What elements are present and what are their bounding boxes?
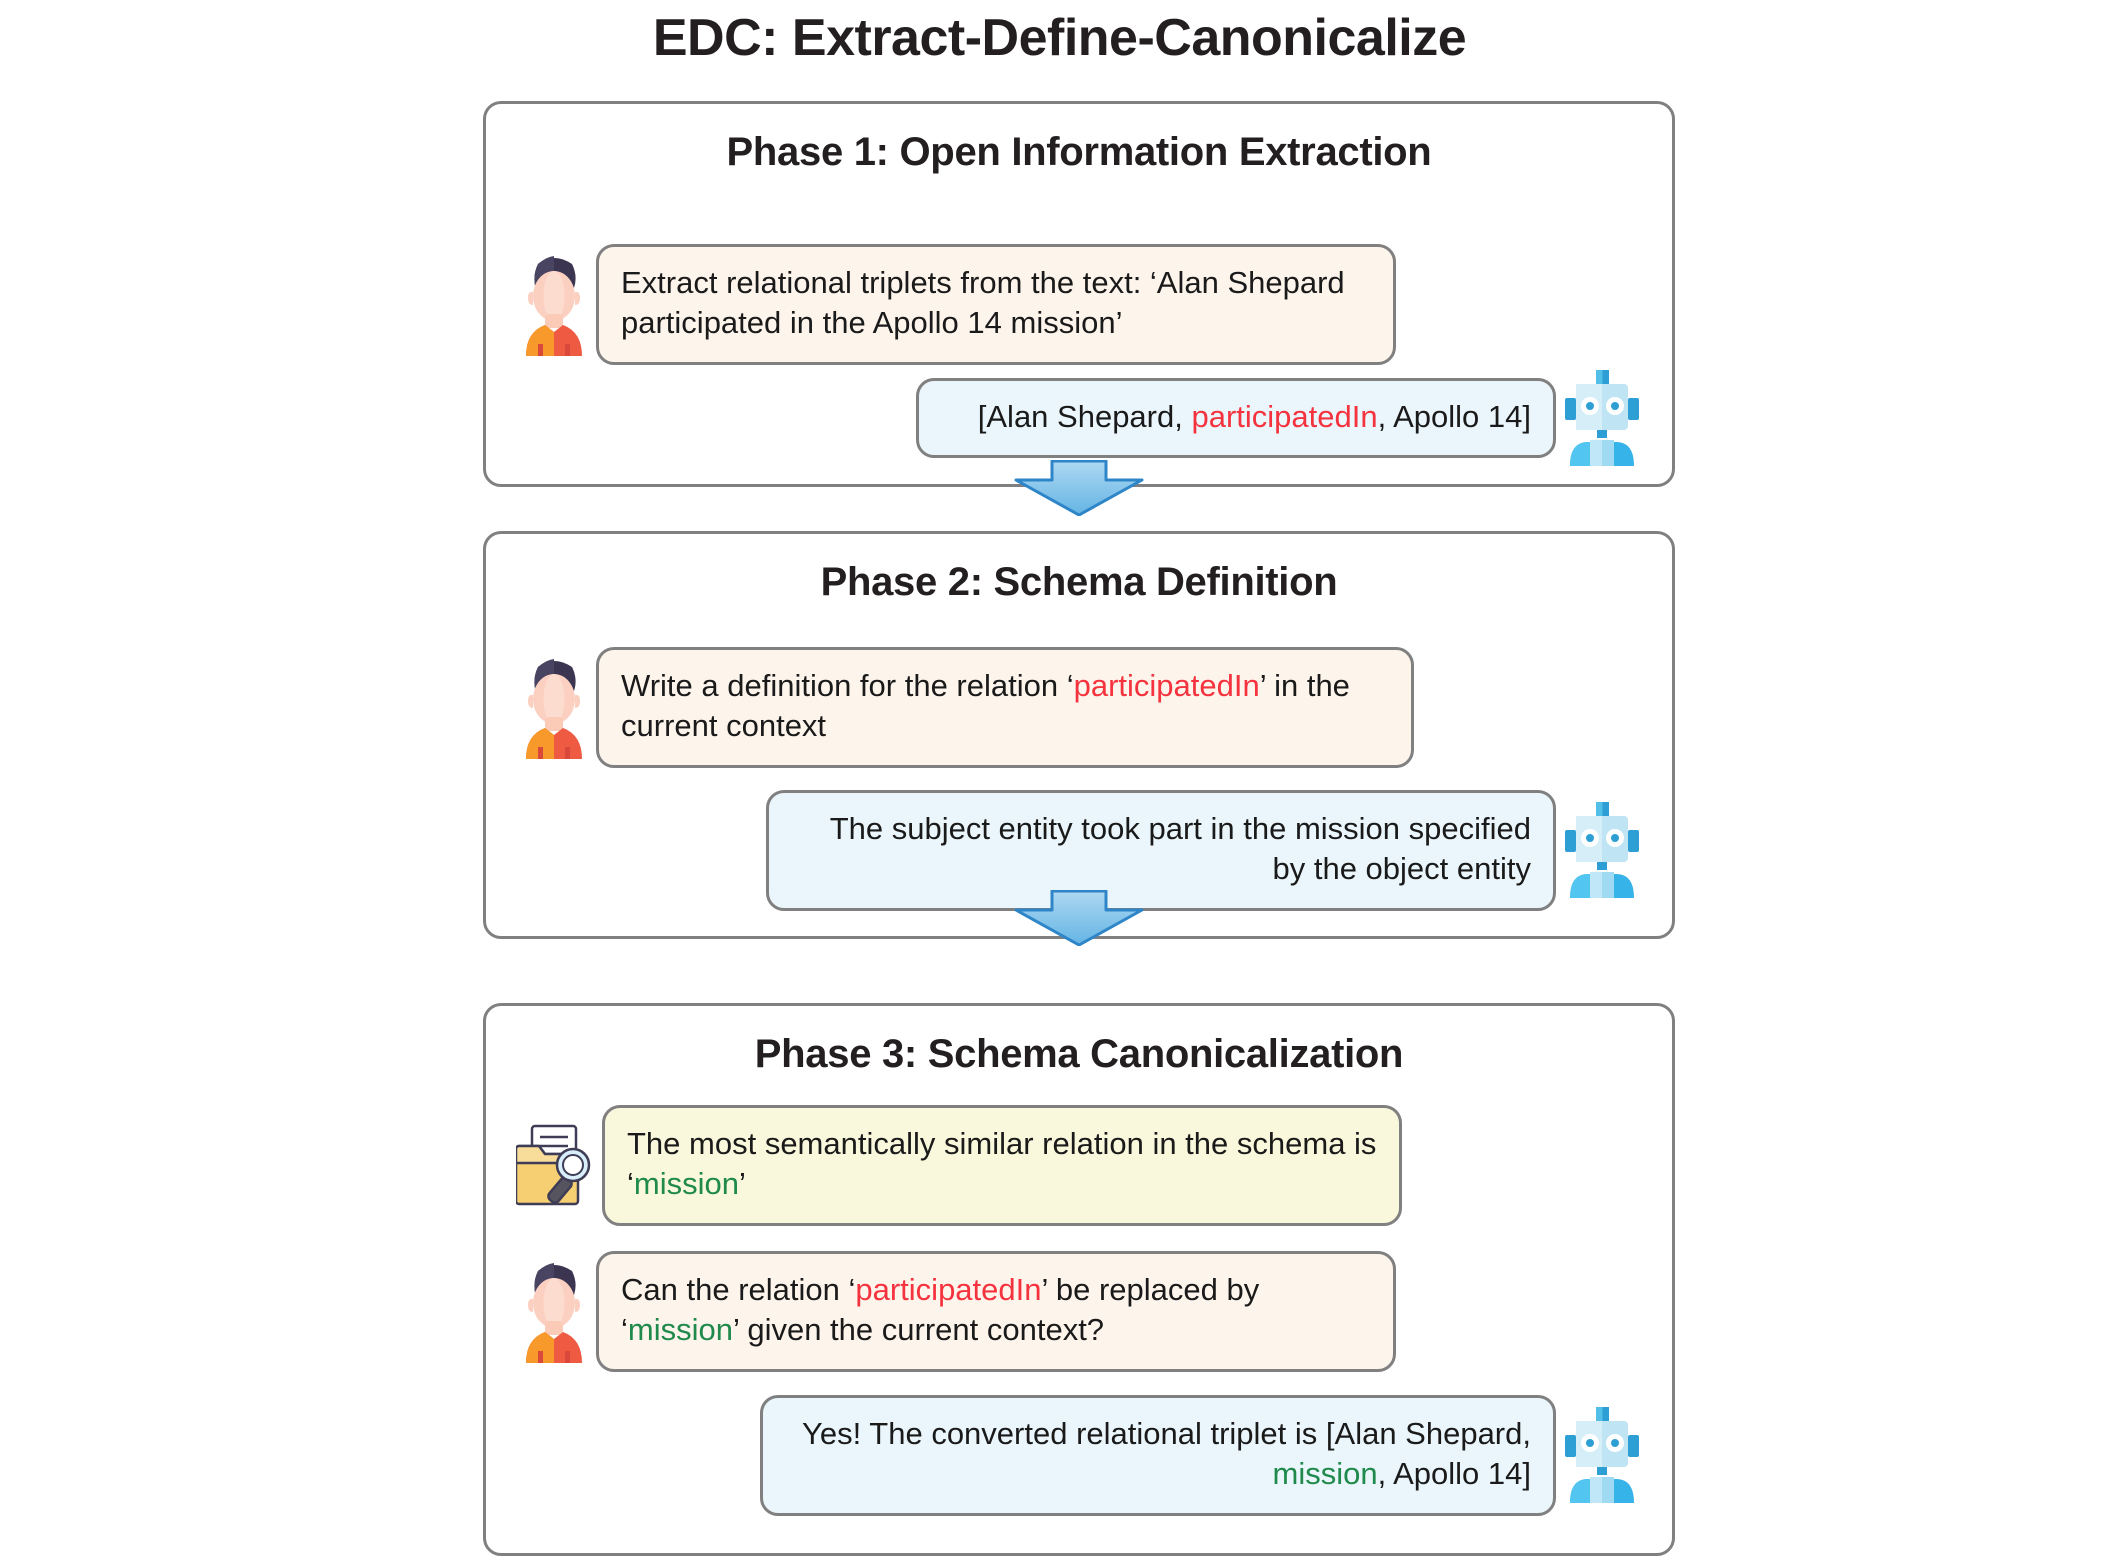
- canonical-relation-token: mission: [627, 1312, 733, 1348]
- message-bubble: [Alan Shepard, participatedIn, Apollo 14…: [916, 377, 1556, 459]
- relation-token: participatedIn: [1073, 668, 1260, 703]
- message-bubble: Yes! The converted relational triplet is…: [760, 1395, 1556, 1516]
- phase-3-retriever-message: The most semantically similar relation i…: [516, 1105, 1402, 1226]
- msg-text-plain: , Apollo 14]: [1377, 398, 1531, 434]
- message-bubble: Extract relational triplets from the tex…: [596, 244, 1396, 365]
- msg-text-plain: Yes! The converted relational triplet is…: [802, 1416, 1531, 1451]
- msg-text-plain: The most semantically similar relation i…: [627, 1126, 1377, 1202]
- relation-token: participatedIn: [1191, 398, 1378, 434]
- arrow-phase1-to-phase2: [1014, 460, 1144, 516]
- msg-text-plain: ’ be replaced by ‘: [621, 1272, 1260, 1348]
- canonical-relation-token: mission: [633, 1166, 739, 1202]
- message-bubble: The subject entity took part in the miss…: [766, 790, 1556, 911]
- person-avatar-icon: [516, 252, 592, 357]
- msg-text-plain: , Apollo 14]: [1377, 1456, 1531, 1492]
- phase-3-user-message: Can the relation ‘participatedIn’ be rep…: [516, 1251, 1396, 1372]
- canonical-relation-token: mission: [1272, 1456, 1378, 1492]
- msg-text-plain: ’: [738, 1166, 746, 1202]
- phase-3-title: Phase 3: Schema Canonicalization: [754, 1032, 1404, 1076]
- phase-2-assistant-message: The subject entity took part in the miss…: [766, 790, 1642, 911]
- robot-icon: [1562, 370, 1642, 466]
- phase-1-title: Phase 1: Open Information Extraction: [726, 130, 1432, 174]
- message-bubble: Can the relation ‘participatedIn’ be rep…: [596, 1251, 1396, 1372]
- robot-icon: [1562, 802, 1642, 899]
- msg-text-plain: ’ in the current context: [621, 668, 1350, 744]
- phase-2-title: Phase 2: Schema Definition: [820, 560, 1338, 604]
- phase-panel-1: Phase 1: Open Information Extraction: [483, 101, 1675, 487]
- person-avatar-icon: [516, 655, 592, 760]
- phase-1-assistant-message: [Alan Shepard, participatedIn, Apollo 14…: [916, 370, 1642, 466]
- figure-title: EDC: Extract-Define-Canonicalize: [652, 9, 1467, 67]
- msg-text-plain: ’ given the current context?: [732, 1312, 1105, 1348]
- phase-panel-3: Phase 3: Schema Canonicalization The mos…: [483, 1003, 1675, 1556]
- person-avatar-icon: [516, 1259, 592, 1364]
- relation-token: participatedIn: [855, 1272, 1042, 1307]
- msg-text-plain: The subject entity took part in the miss…: [829, 811, 1531, 887]
- msg-text-plain: Write a definition for the relation ‘: [621, 668, 1074, 703]
- message-bubble: Write a definition for the relation ‘par…: [596, 647, 1414, 768]
- phase-3-assistant-message: Yes! The converted relational triplet is…: [760, 1395, 1642, 1516]
- phase-1-user-message: Extract relational triplets from the tex…: [516, 244, 1396, 365]
- message-bubble: The most semantically similar relation i…: [602, 1105, 1402, 1226]
- msg-text-plain: Extract relational triplets from the tex…: [621, 265, 1345, 341]
- robot-icon: [1562, 1407, 1642, 1504]
- phase-panel-2: Phase 2: Schema Definition: [483, 531, 1675, 939]
- folder-search-icon: [516, 1122, 600, 1208]
- msg-text-plain: Can the relation ‘: [621, 1272, 856, 1307]
- phase-2-user-message: Write a definition for the relation ‘par…: [516, 647, 1414, 768]
- msg-text-plain: [Alan Shepard,: [977, 398, 1192, 434]
- arrow-phase2-to-phase3: [1014, 890, 1144, 946]
